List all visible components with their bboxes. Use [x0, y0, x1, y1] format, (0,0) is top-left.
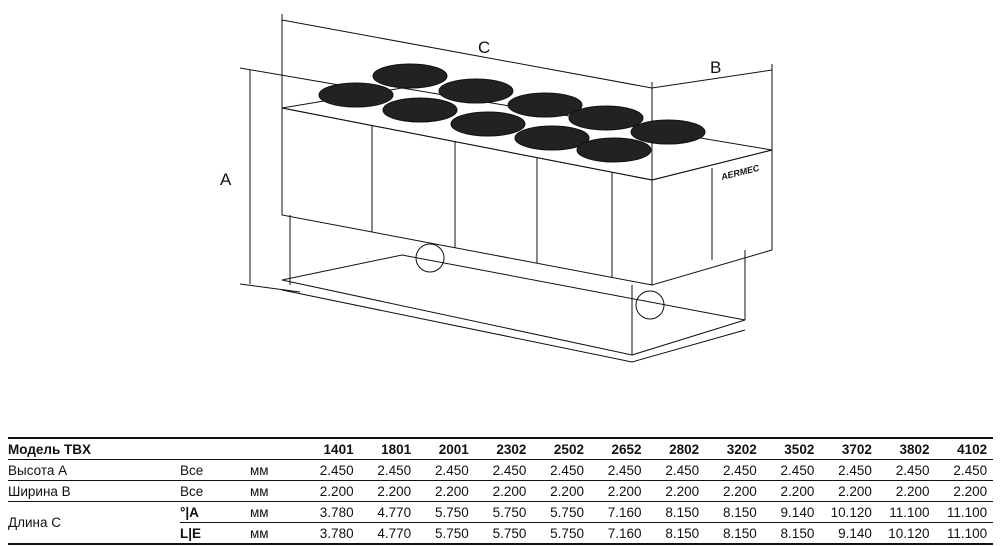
cell: 2.200 [474, 480, 533, 502]
cell: 5.750 [417, 501, 475, 523]
cell: 2.200 [705, 480, 763, 502]
table-row-width: Ширина B Все мм 2.200 2.200 2.200 2.200 … [8, 480, 994, 502]
cell: 5.750 [474, 501, 533, 523]
cell: 2.200 [935, 480, 994, 502]
cell: 2.450 [359, 459, 418, 481]
dimension-b-line [651, 64, 773, 150]
model-header: 2302 [474, 437, 533, 460]
model-header: 3502 [762, 437, 821, 460]
cell: 7.160 [589, 522, 648, 545]
cell: 2.200 [302, 480, 360, 502]
cell: 8.150 [647, 501, 706, 523]
fan-motor [415, 243, 445, 273]
table-row-length-a: Длина C °|A мм 3.780 4.770 5.750 5.750 5… [8, 501, 994, 545]
cell: 2.450 [877, 459, 936, 481]
model-header: 2001 [417, 437, 475, 460]
dimension-b-label: B [710, 58, 722, 77]
table-row-height: Высота A Все мм 2.450 2.450 2.450 2.450 … [8, 459, 994, 481]
cell: 4.770 [359, 522, 418, 545]
cell: 5.750 [532, 501, 590, 523]
row-version: Все [180, 459, 250, 481]
row-unit: мм [250, 501, 302, 523]
cell: 9.140 [820, 522, 878, 545]
cell: 2.450 [589, 459, 648, 481]
cell: 2.200 [877, 480, 936, 502]
chiller-unit-drawing: AERMEC [239, 14, 773, 363]
model-header: 3702 [820, 437, 878, 460]
row-version: °|A [180, 501, 250, 523]
row-label: Длина C [8, 501, 180, 545]
unit-front-side [281, 107, 653, 286]
dimension-c-label: C [478, 38, 491, 57]
cell: 2.200 [532, 480, 590, 502]
cell: 2.200 [762, 480, 821, 502]
cell: 2.200 [820, 480, 878, 502]
cell: 8.150 [762, 522, 821, 545]
model-header: 1801 [359, 437, 418, 460]
cell: 2.450 [820, 459, 878, 481]
table-header-row: Модель TBX 1401 1801 2001 2302 2502 2652… [8, 437, 994, 460]
model-header: 2802 [647, 437, 706, 460]
model-header: 3802 [877, 437, 936, 460]
cell: 2.450 [474, 459, 533, 481]
header-label: Модель TBX [8, 437, 180, 460]
cell: 5.750 [532, 522, 590, 545]
row-version: L|E [180, 522, 250, 545]
model-header: 1401 [302, 437, 360, 460]
cell: 2.450 [417, 459, 475, 481]
brand-logo: AERMEC [719, 163, 761, 183]
cell: 10.120 [820, 501, 878, 523]
cell: 8.150 [705, 501, 763, 523]
cell: 2.450 [705, 459, 763, 481]
cell: 11.100 [877, 501, 936, 523]
dimension-a-label: A [220, 170, 232, 189]
model-header: 2652 [589, 437, 648, 460]
model-header: 4102 [935, 437, 994, 460]
row-unit: мм [250, 480, 302, 502]
cell: 9.140 [762, 501, 821, 523]
cell: 2.200 [359, 480, 418, 502]
row-version: Все [180, 480, 250, 502]
cell: 2.450 [532, 459, 590, 481]
cell: 4.770 [359, 501, 418, 523]
cell: 3.780 [302, 501, 360, 523]
cell: 2.450 [302, 459, 360, 481]
fans [318, 63, 706, 163]
cell: 11.100 [935, 501, 994, 523]
cell: 8.150 [647, 522, 706, 545]
cell: 5.750 [417, 522, 475, 545]
cell: 2.450 [935, 459, 994, 481]
unit-end-panel [651, 149, 773, 286]
row-label: Высота A [8, 459, 180, 481]
cell: 10.120 [877, 522, 936, 545]
cell: 11.100 [935, 522, 994, 545]
cell: 7.160 [589, 501, 648, 523]
model-header: 2502 [532, 437, 590, 460]
row-unit: мм [250, 459, 302, 481]
cell: 8.150 [705, 522, 763, 545]
dimensions-table: Модель TBX 1401 1801 2001 2302 2502 2652… [8, 437, 994, 545]
row-unit: мм [250, 522, 302, 545]
cell: 2.200 [647, 480, 706, 502]
cell: 5.750 [474, 522, 533, 545]
unit-base-frame [281, 254, 746, 356]
table-row-length-le: L|E мм 3.780 4.770 5.750 5.750 5.750 7.1… [8, 522, 994, 545]
pump-motor [635, 290, 665, 320]
cell: 3.780 [302, 522, 360, 545]
model-header: 3202 [705, 437, 763, 460]
cell: 2.450 [647, 459, 706, 481]
cell: 2.200 [589, 480, 648, 502]
cell: 2.200 [417, 480, 475, 502]
row-label: Ширина B [8, 480, 180, 502]
cell: 2.450 [762, 459, 821, 481]
